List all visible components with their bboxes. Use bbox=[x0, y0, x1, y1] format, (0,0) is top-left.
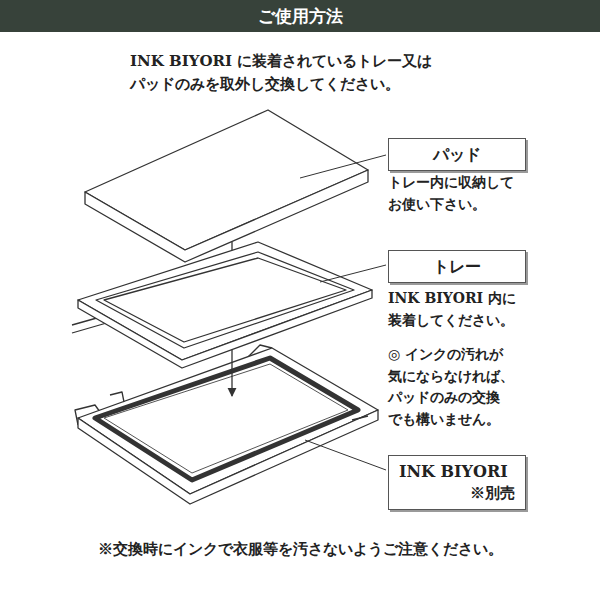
part-name: トレー bbox=[399, 255, 515, 278]
tray-note: INK BIYORI 内に 装着してください。 bbox=[388, 288, 558, 331]
page-title: ご使用方法 bbox=[0, 3, 600, 29]
caution-note: ※交換時にインクで衣服等を汚さないようご注意ください。 bbox=[0, 538, 600, 561]
part-label-box: トレー bbox=[388, 250, 526, 283]
pad-note: トレー内に収納して お使い下さい。 bbox=[388, 172, 558, 215]
intro-text: INK BIYORI に装着されているトレー又は パッドのみを取外し交換してくだ… bbox=[130, 50, 500, 97]
part-note: ※別売 bbox=[399, 483, 515, 505]
part-label-box: パッド bbox=[388, 138, 526, 171]
exchange-note: ◎ インクの汚れが 気にならなければ、 パッドのみの交換 でも構いません。 bbox=[388, 344, 558, 431]
part-name: パッド bbox=[399, 143, 515, 166]
part-name: INK BIYORI bbox=[399, 460, 515, 483]
part-label-box: INK BIYORI※別売 bbox=[388, 455, 526, 510]
